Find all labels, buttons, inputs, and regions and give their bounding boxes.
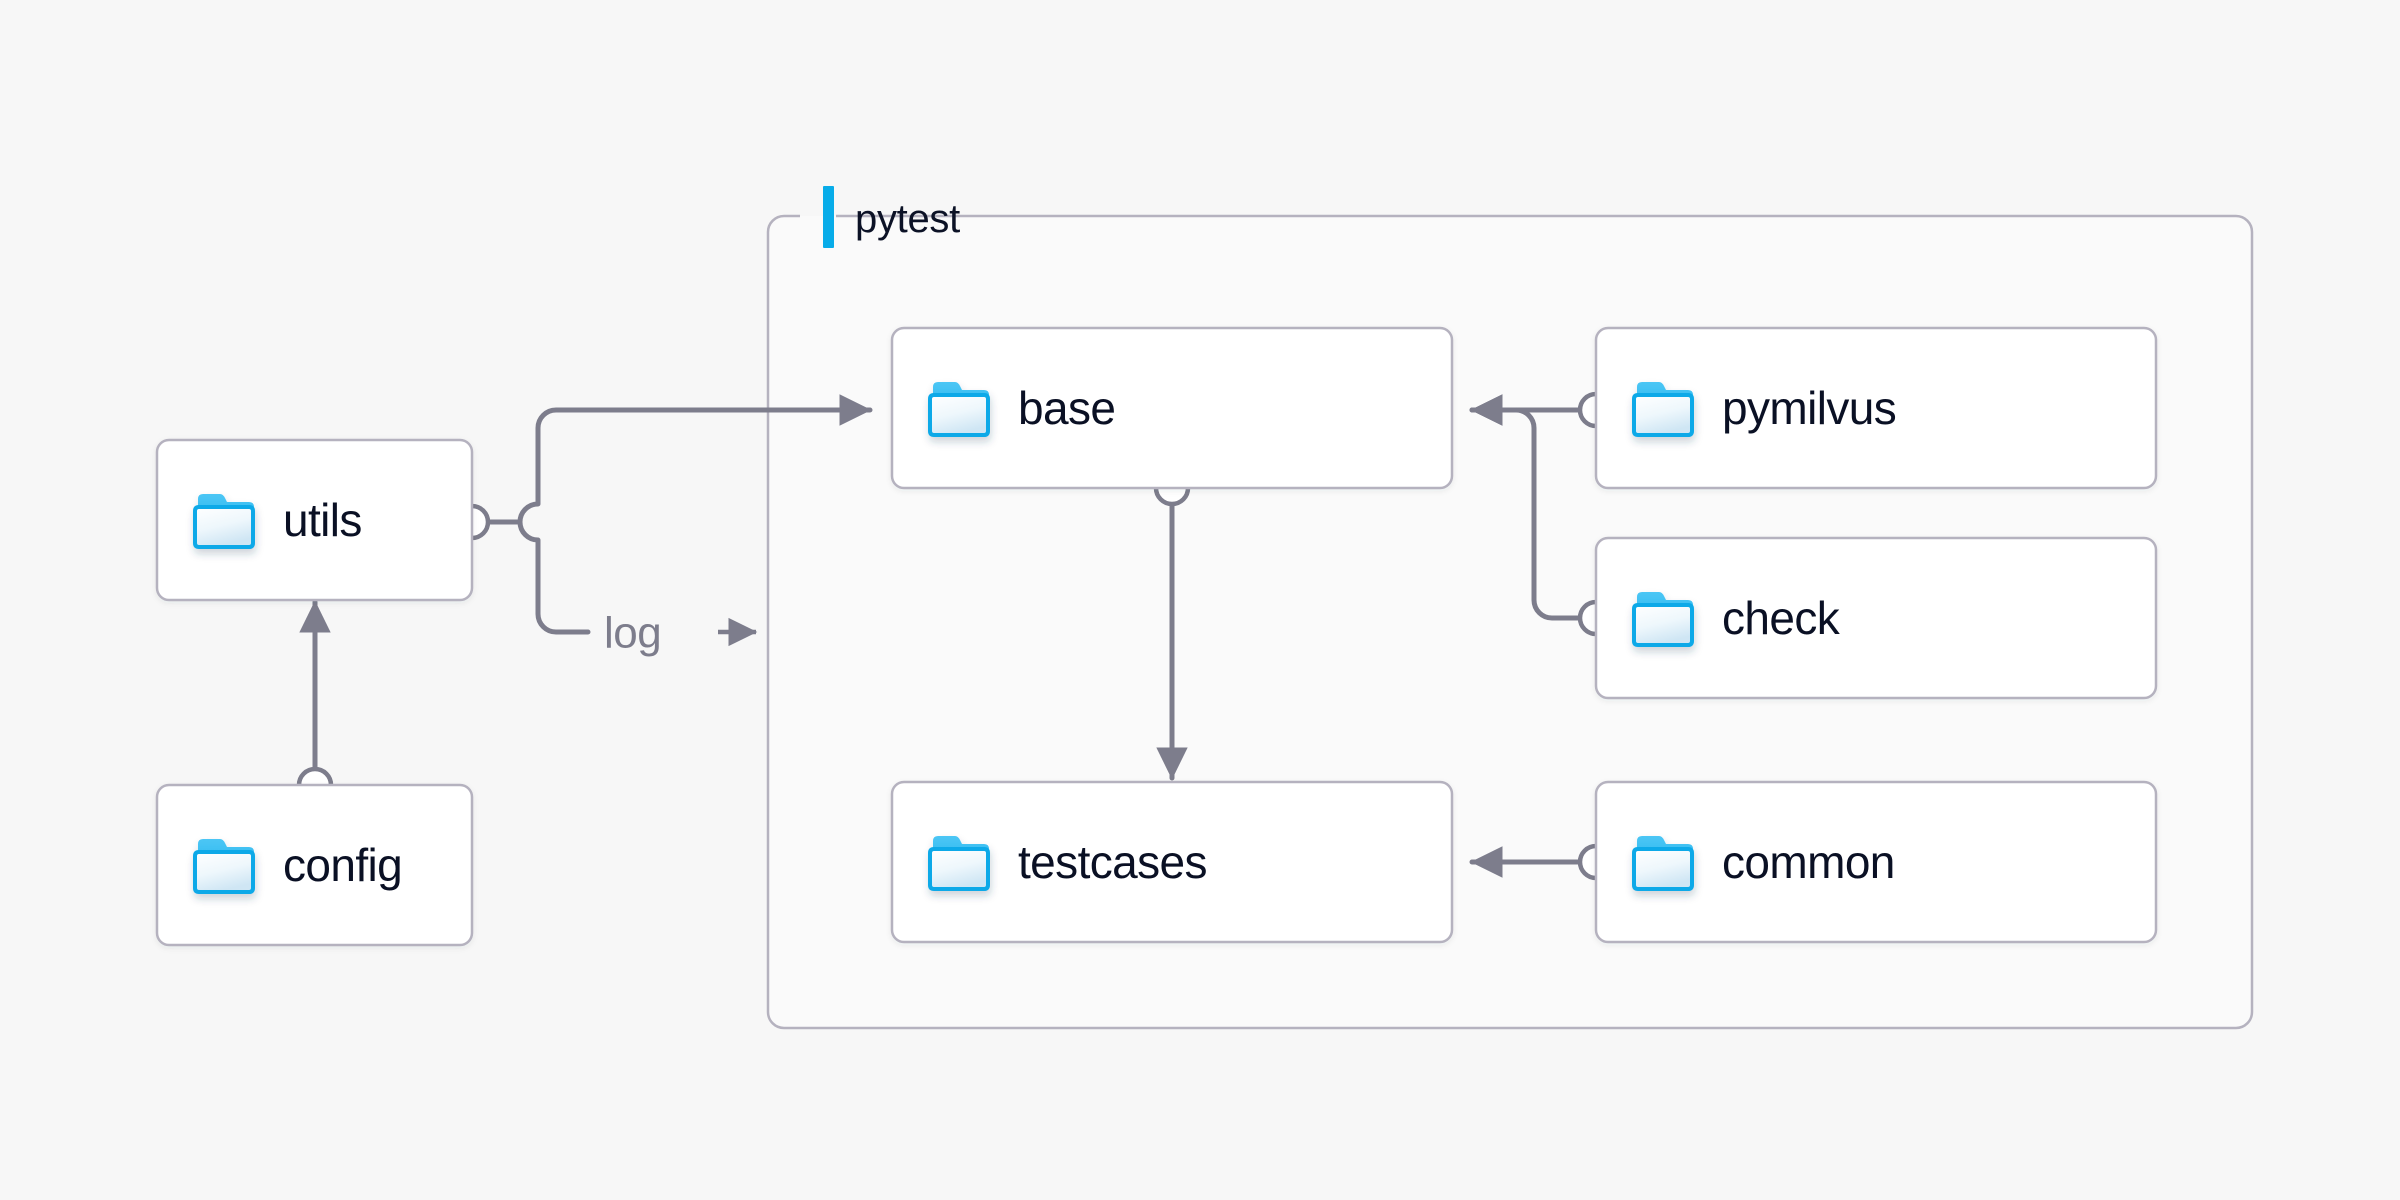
node-pymilvus-box[interactable] [1594,326,2158,490]
folder-icon [1632,836,1694,891]
node-base[interactable]: base [890,326,1454,490]
node-check-box[interactable] [1594,536,2158,700]
node-check[interactable]: check [1594,536,2158,700]
node-testcases-box[interactable] [890,780,1454,944]
edge-utils-log-line [517,519,591,635]
node-testcases[interactable]: testcases [890,780,1454,944]
node-base-box[interactable] [890,326,1454,490]
group-accent-bar [823,186,834,248]
node-testcases-label: testcases [1018,836,1207,888]
folder-icon [928,382,990,437]
folder-icon [193,839,255,894]
node-utils[interactable]: utils [155,438,474,602]
folder-icon [928,836,990,891]
node-pymilvus-label: pymilvus [1722,382,1896,434]
node-pymilvus[interactable]: pymilvus [1594,326,2158,490]
edge-utils-log[interactable]: log [517,519,758,658]
folder-icon [1632,592,1694,647]
node-common[interactable]: common [1594,780,2158,944]
node-base-label: base [1018,382,1115,434]
node-config-label: config [283,839,402,891]
node-utils-label: utils [283,494,362,546]
edge-config-to-utils[interactable] [296,599,334,804]
node-common-label: common [1722,836,1895,888]
node-common-box[interactable] [1594,780,2158,944]
edge-check-to-base-line [1469,394,1583,621]
node-config-box[interactable] [155,783,474,947]
group-title-label: pytest [855,197,960,241]
edge-utils-to-base-line [485,394,873,525]
edge-label-log: log [604,609,661,658]
node-check-label: check [1722,592,1841,644]
node-utils-box[interactable] [155,438,474,602]
folder-icon [1632,382,1694,437]
folder-icon [193,494,255,549]
node-config[interactable]: config [155,783,474,947]
